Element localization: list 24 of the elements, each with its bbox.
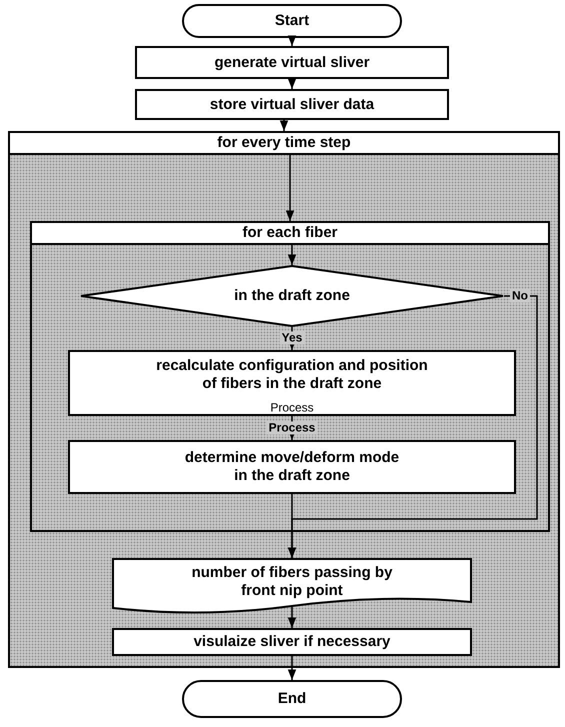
arrow	[288, 243, 296, 265]
loop-box	[30, 221, 550, 532]
arrow	[286, 153, 294, 221]
process-box: determine move/deform mode in the draft zone	[68, 440, 516, 494]
loop-title: for each fiber	[32, 223, 548, 245]
edge-label: No	[510, 290, 530, 302]
loop-title: for every time step	[10, 133, 558, 155]
process-box: visulaize sliver if necessary	[112, 628, 472, 656]
arrow	[288, 36, 296, 46]
arrow	[288, 78, 296, 89]
terminal-shape: Start	[182, 4, 402, 38]
process-box: generate virtual sliver	[135, 46, 449, 79]
arrow	[280, 120, 288, 131]
process-box: store virtual sliver data	[135, 89, 449, 120]
loop-box	[8, 131, 560, 668]
edge-label: Yes	[280, 332, 304, 344]
arrow	[288, 606, 296, 628]
document-shape: number of fibers passing by front nip point	[112, 558, 472, 616]
note-text: Process	[269, 402, 315, 414]
terminal-shape: End	[182, 680, 402, 718]
arrow	[288, 295, 538, 558]
edge-label: Process	[266, 422, 318, 434]
decision-diamond: in the draft zone	[80, 265, 504, 327]
arrow	[288, 656, 296, 680]
